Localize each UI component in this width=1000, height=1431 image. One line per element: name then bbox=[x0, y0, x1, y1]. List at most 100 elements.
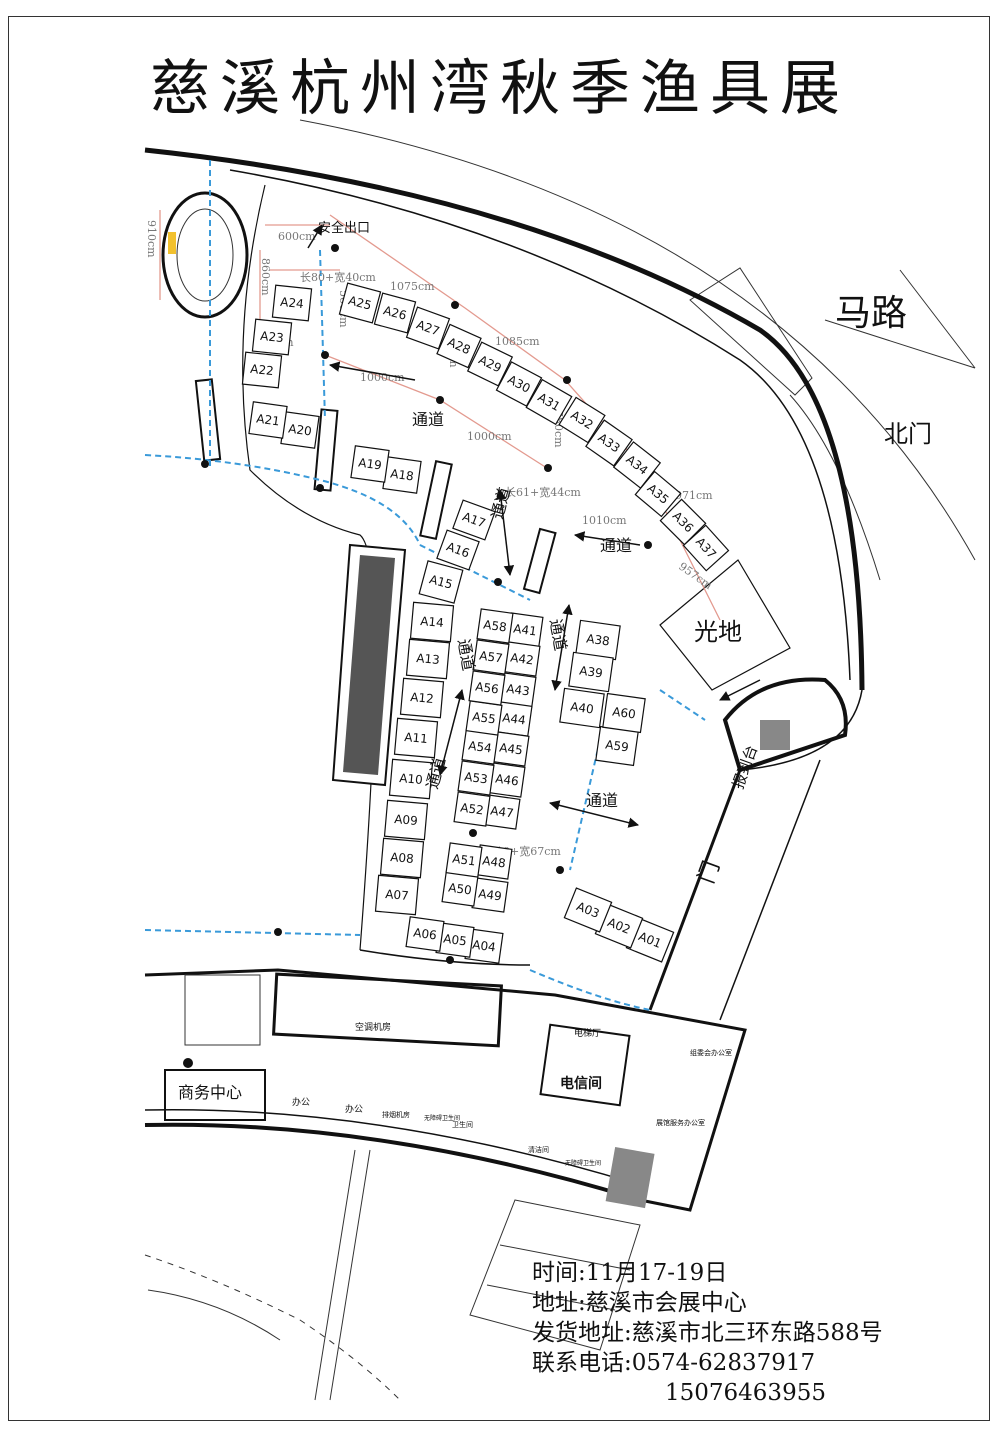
booth-label: A50 bbox=[447, 880, 472, 897]
booth-a15[interactable]: A15 bbox=[418, 560, 464, 604]
cleaning-label: 清洁间 bbox=[528, 1145, 549, 1154]
shipping-address: 发货地址:慈溪市北三环东路588号 bbox=[532, 1320, 883, 1346]
dim-1075: 1075cm bbox=[390, 280, 435, 293]
booth-a29[interactable]: A29 bbox=[466, 341, 514, 387]
booth-a22[interactable]: A22 bbox=[241, 351, 283, 389]
booth-a51[interactable]: A51 bbox=[445, 842, 483, 878]
booth-outline bbox=[466, 341, 514, 387]
pump-room-label: 排烟机房 bbox=[382, 1110, 410, 1119]
booth-a21[interactable]: A21 bbox=[248, 401, 288, 439]
booth-label: A57 bbox=[478, 648, 503, 665]
spiral-stair bbox=[161, 191, 249, 319]
booth-outline bbox=[374, 874, 420, 916]
booth-a25[interactable]: A25 bbox=[338, 282, 382, 324]
booth-a37[interactable]: A37 bbox=[682, 524, 730, 572]
booth-a18[interactable]: A18 bbox=[382, 456, 422, 494]
booth-outline bbox=[409, 601, 455, 643]
booth-a56[interactable]: A56 bbox=[468, 670, 506, 706]
road-line-2 bbox=[899, 269, 976, 369]
booth-a31[interactable]: A31 bbox=[525, 378, 573, 426]
booth-a38[interactable]: A38 bbox=[575, 619, 621, 661]
booth-a42[interactable]: A42 bbox=[503, 641, 541, 677]
booth-a44[interactable]: A44 bbox=[495, 701, 533, 737]
booth-a10[interactable]: A10 bbox=[388, 758, 434, 800]
booth-label: A20 bbox=[287, 421, 312, 438]
booth-a48[interactable]: A48 bbox=[475, 844, 513, 880]
booth-a04[interactable]: A04 bbox=[464, 928, 504, 964]
booth-a46[interactable]: A46 bbox=[488, 762, 526, 798]
booth-a28[interactable]: A28 bbox=[436, 323, 482, 369]
booth-outline bbox=[602, 692, 646, 734]
booth-outline bbox=[445, 842, 483, 878]
service-building: 空调机房 电梯厅 电信间 商务中心 办公 办公 排烟机房 无障碍卫生间 卫生间 … bbox=[144, 968, 747, 1212]
booth-outline bbox=[476, 608, 514, 644]
booth-a07[interactable]: A07 bbox=[374, 874, 420, 916]
booth-a50[interactable]: A50 bbox=[441, 871, 479, 907]
booth-a39[interactable]: A39 bbox=[568, 651, 614, 693]
booth-a53[interactable]: A53 bbox=[457, 760, 495, 796]
booth-a13[interactable]: A13 bbox=[405, 638, 451, 680]
booth-a02[interactable]: A02 bbox=[594, 903, 644, 949]
booth-a16[interactable]: A16 bbox=[436, 529, 480, 571]
booth-a23[interactable]: A23 bbox=[251, 318, 293, 356]
booth-outline bbox=[559, 687, 605, 729]
dim-1000a: 1000cm bbox=[360, 371, 405, 384]
booth-a59[interactable]: A59 bbox=[595, 725, 639, 767]
booth-a26[interactable]: A26 bbox=[373, 292, 417, 334]
elevator-hall-label: 电梯厅 bbox=[574, 1027, 601, 1039]
booth-outline bbox=[472, 639, 510, 675]
dim-1010: 1010cm bbox=[582, 514, 627, 527]
booth-a19[interactable]: A19 bbox=[350, 445, 390, 483]
booth-a08[interactable]: A08 bbox=[379, 837, 425, 879]
booth-a55[interactable]: A55 bbox=[465, 700, 503, 736]
booth-a47[interactable]: A47 bbox=[483, 794, 521, 830]
aisle-label-1: 通道 bbox=[412, 410, 444, 429]
booth-a54[interactable]: A54 bbox=[461, 729, 499, 765]
booth-label: A07 bbox=[385, 887, 410, 903]
booth-a60[interactable]: A60 bbox=[602, 692, 646, 734]
booth-label: A06 bbox=[412, 925, 437, 942]
booth-a58[interactable]: A58 bbox=[476, 608, 514, 644]
booth-a45[interactable]: A45 bbox=[492, 731, 530, 767]
booth-label: A43 bbox=[505, 681, 530, 698]
pillars bbox=[194, 378, 557, 595]
booth-a11[interactable]: A11 bbox=[393, 717, 439, 759]
dim-600: 600cm bbox=[278, 230, 316, 243]
page-frame bbox=[8, 16, 990, 1421]
booth-outline bbox=[659, 498, 707, 546]
booth-outline bbox=[436, 323, 482, 369]
evacuation-paths bbox=[144, 160, 706, 1011]
booth-a52[interactable]: A52 bbox=[453, 791, 491, 827]
booth-a17[interactable]: A17 bbox=[452, 499, 496, 541]
booth-a09[interactable]: A09 bbox=[383, 799, 429, 841]
event-address: 地址:慈溪市会展中心 bbox=[532, 1290, 747, 1316]
booth-a40[interactable]: A40 bbox=[559, 687, 605, 729]
booth-outline bbox=[388, 758, 434, 800]
booth-a36[interactable]: A36 bbox=[659, 498, 707, 546]
booth-label: A15 bbox=[428, 572, 454, 592]
booth-a24[interactable]: A24 bbox=[271, 284, 313, 322]
booth-a35[interactable]: A35 bbox=[634, 470, 682, 518]
booth-a30[interactable]: A30 bbox=[495, 361, 543, 407]
booth-a03[interactable]: A03 bbox=[563, 887, 613, 933]
booth-a33[interactable]: A33 bbox=[585, 419, 633, 467]
booth-a43[interactable]: A43 bbox=[499, 672, 537, 708]
booth-a14[interactable]: A14 bbox=[409, 601, 455, 643]
booth-label: A05 bbox=[442, 931, 467, 948]
booth-label: A41 bbox=[512, 621, 537, 638]
booth-a06[interactable]: A06 bbox=[405, 916, 445, 952]
escalator bbox=[331, 543, 407, 787]
booth-outline bbox=[452, 499, 496, 541]
booth-a57[interactable]: A57 bbox=[472, 639, 510, 675]
booth-a27[interactable]: A27 bbox=[405, 306, 451, 350]
light-area bbox=[659, 559, 791, 691]
booth-a20[interactable]: A20 bbox=[280, 411, 320, 449]
booth-a32[interactable]: A32 bbox=[558, 396, 606, 444]
road-curb bbox=[789, 394, 881, 581]
booth-a05[interactable]: A05 bbox=[435, 922, 475, 958]
aisle-label-6: 通道 bbox=[546, 617, 570, 652]
contact-phone: 联系电话:0574-62837917 bbox=[532, 1350, 816, 1376]
booth-a34[interactable]: A34 bbox=[612, 441, 662, 489]
booth-a12[interactable]: A12 bbox=[399, 677, 445, 719]
